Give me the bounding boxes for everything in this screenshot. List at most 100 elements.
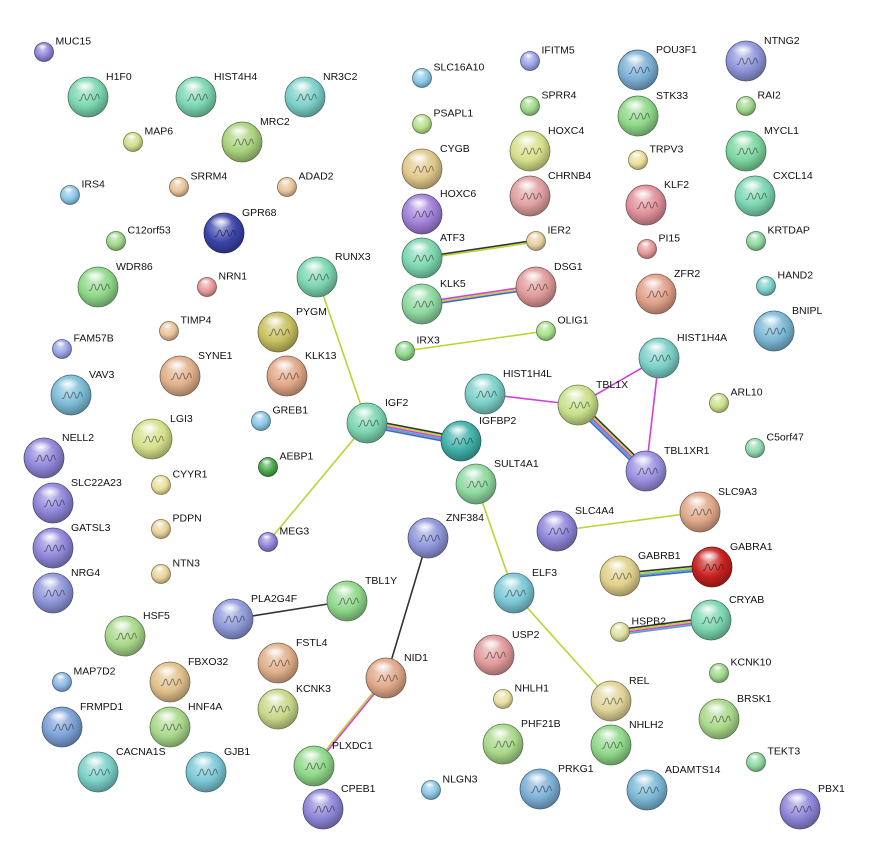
node-hspb2[interactable]: HSPB2 (610, 616, 667, 642)
node-greb1[interactable]: GREB1 (251, 405, 309, 431)
node-igf2[interactable]: IGF2 (346, 397, 408, 444)
node-gatsl3[interactable]: GATSL3 (32, 522, 111, 569)
node-meg3[interactable]: MEG3 (258, 526, 310, 552)
node-adamts14[interactable]: ADAMTS14 (626, 764, 721, 811)
node-nr3c2[interactable]: NR3C2 (284, 71, 358, 118)
node-muc15[interactable]: MUC15 (34, 36, 92, 62)
node-ifitm5[interactable]: IFITM5 (520, 45, 575, 71)
node-slc16a10[interactable]: SLC16A10 (412, 62, 485, 88)
node-ntn3[interactable]: NTN3 (151, 558, 201, 584)
node-cpeb1[interactable]: CPEB1 (302, 783, 376, 830)
node-fbxo32[interactable]: FBXO32 (149, 656, 228, 703)
node-pygm[interactable]: PYGM (257, 306, 327, 353)
node-vav3[interactable]: VAV3 (50, 369, 114, 416)
node-kcnk10[interactable]: KCNK10 (709, 657, 772, 683)
node-brsk1[interactable]: BRSK1 (698, 693, 772, 740)
node-pla2g4f[interactable]: PLA2G4F (212, 593, 297, 640)
node-tbl1y[interactable]: TBL1Y (326, 575, 397, 622)
node-arl10[interactable]: ARL10 (709, 387, 763, 413)
node-nell2[interactable]: NELL2 (23, 432, 94, 479)
node-gabrb1[interactable]: GABRB1 (599, 550, 681, 597)
node-slc9a3[interactable]: SLC9A3 (679, 486, 757, 533)
node-gpr68[interactable]: GPR68 (203, 207, 277, 254)
node-hsf5[interactable]: HSF5 (104, 610, 170, 657)
edge-irx3-olig1[interactable] (404, 330, 547, 352)
node-c12orf53[interactable]: C12orf53 (106, 225, 171, 251)
node-phf21b[interactable]: PHF21B (482, 718, 561, 765)
node-usp2[interactable]: USP2 (473, 629, 540, 676)
node-map6[interactable]: MAP6 (123, 126, 174, 152)
node-pbx1[interactable]: PBX1 (779, 783, 845, 830)
node-znf384[interactable]: ZNF384 (407, 512, 484, 559)
node-lgi3[interactable]: LGI3 (131, 413, 193, 460)
node-chrnb4[interactable]: CHRNB4 (509, 170, 591, 217)
node-ntng2[interactable]: NTNG2 (725, 35, 800, 82)
node-hist1h4a[interactable]: HIST1H4A (638, 332, 727, 379)
node-fam57b[interactable]: FAM57B (52, 333, 114, 359)
node-cyyr1[interactable]: CYYR1 (151, 469, 208, 495)
node-tbl1x[interactable]: TBL1X (557, 379, 628, 426)
node-pdpn[interactable]: PDPN (151, 513, 202, 539)
node-stk33[interactable]: STK33 (617, 90, 688, 137)
node-krtdap[interactable]: KRTDAP (746, 225, 810, 251)
node-sprr4[interactable]: SPRR4 (520, 90, 577, 116)
node-h1f0[interactable]: H1F0 (67, 71, 132, 118)
node-aebp1[interactable]: AEBP1 (258, 451, 314, 477)
node-runx3[interactable]: RUNX3 (296, 251, 371, 298)
node-cxcl14[interactable]: CXCL14 (734, 170, 813, 217)
edge-igf2-meg3[interactable] (267, 422, 368, 543)
node-nrn1[interactable]: NRN1 (197, 271, 248, 297)
node-irs4[interactable]: IRS4 (60, 179, 106, 205)
node-slc4a4[interactable]: SLC4A4 (536, 505, 614, 552)
node-frmpd1[interactable]: FRMPD1 (41, 701, 123, 748)
node-gabra1[interactable]: GABRA1 (691, 541, 773, 588)
node-hoxc6[interactable]: HOXC6 (401, 188, 476, 235)
node-hist1h4l[interactable]: HIST1H4L (464, 368, 552, 415)
node-sult4a1[interactable]: SULT4A1 (455, 458, 539, 505)
node-mycl1[interactable]: MYCL1 (725, 125, 799, 172)
node-dsg1[interactable]: DSG1 (515, 261, 583, 308)
edge-runx3-igf2[interactable] (316, 276, 368, 424)
node-klf2[interactable]: KLF2 (625, 179, 689, 226)
node-timp4[interactable]: TIMP4 (159, 315, 212, 341)
node-nid1[interactable]: NID1 (365, 652, 428, 699)
node-hand2[interactable]: HAND2 (756, 270, 814, 296)
node-rai2[interactable]: RAI2 (736, 90, 782, 116)
node-klk5[interactable]: KLK5 (401, 278, 466, 325)
node-ier2[interactable]: IER2 (526, 225, 572, 251)
node-nhlh2[interactable]: NHLH2 (590, 719, 664, 766)
node-kcnk3[interactable]: KCNK3 (257, 683, 331, 730)
node-srrm4[interactable]: SRRM4 (169, 171, 228, 197)
node-hist4h4[interactable]: HIST4H4 (175, 71, 257, 118)
node-nrg4[interactable]: NRG4 (32, 567, 100, 614)
node-zfr2[interactable]: ZFR2 (635, 268, 700, 315)
node-mrc2[interactable]: MRC2 (221, 116, 290, 163)
node-hnf4a[interactable]: HNF4A (149, 701, 222, 748)
node-tbl1xr1[interactable]: TBL1XR1 (625, 445, 710, 492)
node-map7d2[interactable]: MAP7D2 (52, 666, 116, 692)
node-cygb[interactable]: CYGB (401, 143, 470, 190)
node-elf3[interactable]: ELF3 (493, 567, 557, 614)
edge-slc4a4-slc9a3[interactable] (556, 511, 701, 532)
node-gjb1[interactable]: GJB1 (185, 746, 250, 793)
node-psapl1[interactable]: PSAPL1 (412, 108, 474, 134)
edge-znf384-nid1[interactable] (385, 537, 429, 679)
node-plxdc1[interactable]: PLXDC1 (293, 740, 373, 787)
node-prkg1[interactable]: PRKG1 (519, 763, 594, 810)
node-trpv3[interactable]: TRPV3 (628, 144, 684, 170)
edge-elf3-rel[interactable] (513, 592, 612, 702)
node-c5orf47[interactable]: C5orf47 (745, 432, 805, 458)
node-nlgn3[interactable]: NLGN3 (421, 774, 478, 800)
node-tekt3[interactable]: TEKT3 (746, 746, 801, 772)
node-atf3[interactable]: ATF3 (401, 232, 465, 279)
node-syne1[interactable]: SYNE1 (159, 350, 233, 397)
node-adad2[interactable]: ADAD2 (277, 171, 334, 197)
node-slc22a23[interactable]: SLC22A23 (32, 477, 122, 524)
node-fstl4[interactable]: FSTL4 (257, 637, 328, 684)
node-bnipl[interactable]: BNIPL (753, 305, 823, 352)
node-hoxc4[interactable]: HOXC4 (509, 125, 584, 172)
node-wdr86[interactable]: WDR86 (77, 261, 153, 308)
node-klk13[interactable]: KLK13 (266, 350, 337, 397)
node-pi15[interactable]: PI15 (637, 233, 681, 259)
node-olig1[interactable]: OLIG1 (536, 315, 589, 341)
